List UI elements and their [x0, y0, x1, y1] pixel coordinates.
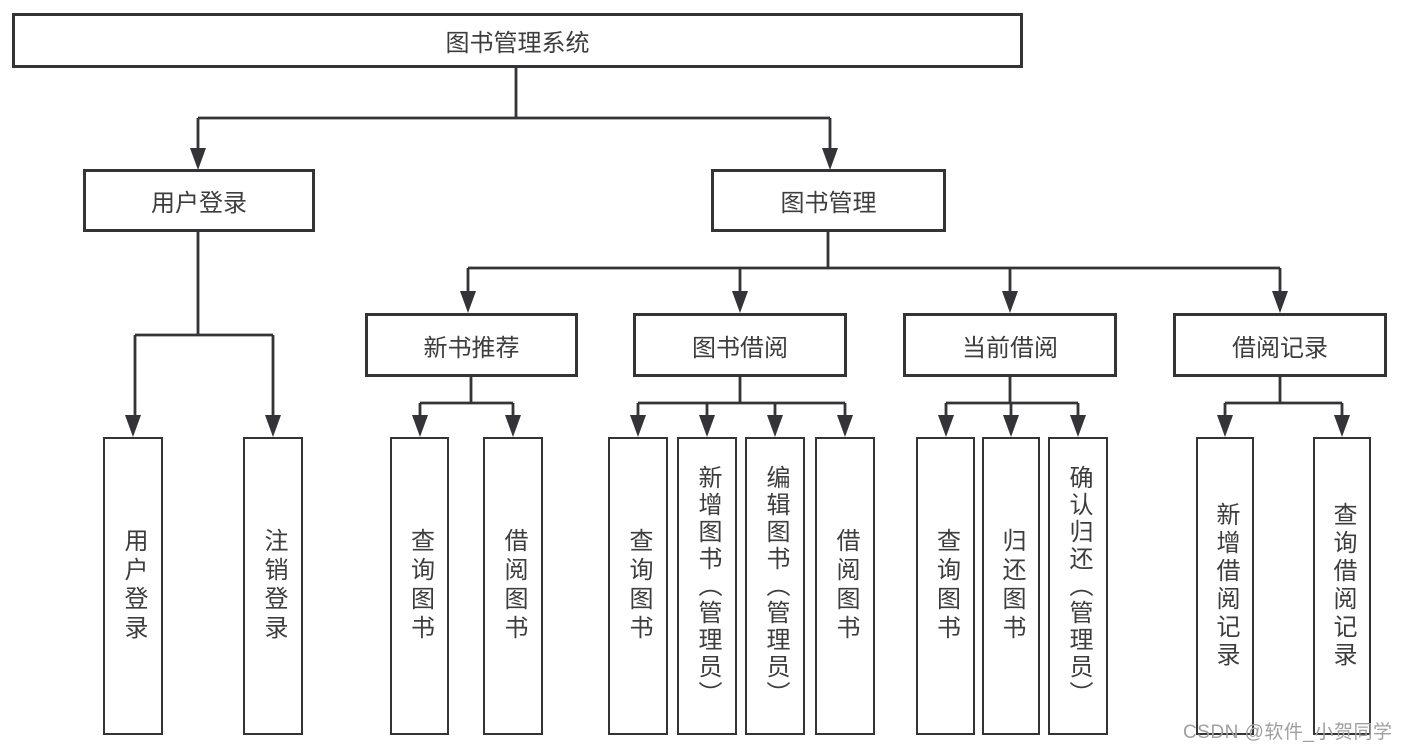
leaf-user-login: 用户登录 [103, 437, 163, 735]
leaf-borrow-book: 借阅图书 [815, 437, 875, 735]
leaf-borrow-books-recommend: 借阅图书 [483, 437, 543, 735]
connector-lines [133, 68, 1344, 416]
leaf-add-borrow-record: 新增借阅记录 [1196, 437, 1254, 735]
leaf-confirm-return-admin: 确认归还（管理员） [1048, 437, 1108, 735]
leaf-edit-book-admin: 编辑图书（管理员） [745, 437, 805, 735]
node-borrow-records: 借阅记录 [1173, 313, 1387, 377]
node-new-book-recommend: 新书推荐 [365, 313, 578, 377]
node-current-borrow: 当前借阅 [903, 313, 1117, 377]
node-library-system: 图书管理系统 [12, 13, 1023, 68]
leaf-query-books-recommend: 查询图书 [390, 437, 449, 735]
csdn-watermark: CSDN @软件_小贺同学 [1183, 722, 1393, 743]
arrowhead-icons [125, 148, 1350, 437]
leaf-query-books-borrow: 查询图书 [608, 437, 668, 735]
node-user-login: 用户登录 [83, 169, 315, 232]
node-book-borrow: 图书借阅 [633, 313, 847, 377]
leaf-query-books-current: 查询图书 [916, 437, 975, 735]
node-book-management: 图书管理 [711, 169, 946, 232]
leaf-add-book-admin: 新增图书（管理员） [677, 437, 737, 735]
leaf-logout: 注销登录 [243, 437, 303, 735]
leaf-query-borrow-record: 查询借阅记录 [1313, 437, 1371, 735]
leaf-return-book: 归还图书 [982, 437, 1040, 735]
